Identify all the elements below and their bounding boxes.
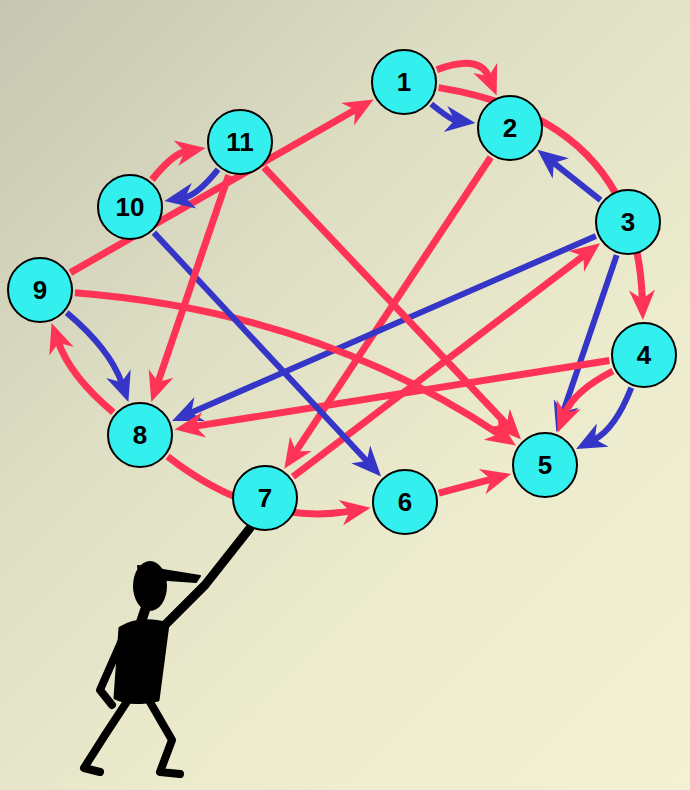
number-circle: 2: [477, 95, 543, 161]
number-circle: 9: [7, 257, 73, 323]
arrowhead: [576, 424, 609, 449]
connector-line: [264, 167, 507, 425]
number-circle: 5: [512, 432, 578, 498]
number-circle: 10: [97, 174, 163, 240]
connector-line: [158, 175, 229, 383]
arrow-connector: [165, 169, 219, 208]
number-circle: 8: [107, 402, 173, 468]
arrowhead: [351, 446, 381, 477]
connector-line: [154, 233, 368, 462]
node-number: 8: [107, 402, 173, 468]
arrowhead: [473, 63, 497, 96]
arrowhead: [491, 409, 521, 440]
arrow-connector: [554, 255, 617, 432]
arrowhead: [339, 500, 371, 526]
node-number: 10: [97, 174, 163, 240]
arrow-connector: [154, 233, 381, 477]
arrowhead: [175, 412, 207, 438]
arrowhead: [149, 369, 174, 402]
arrowhead: [537, 150, 569, 179]
connector-line: [563, 255, 617, 413]
arrowhead: [172, 397, 205, 421]
arrow-connector: [537, 150, 600, 200]
arrowhead: [557, 400, 581, 433]
arrowhead: [629, 290, 655, 320]
connector-line: [184, 169, 218, 197]
node-number: 7: [232, 465, 298, 531]
node-number: 5: [512, 432, 578, 498]
arrowhead: [165, 183, 197, 209]
number-circle: 3: [595, 189, 661, 255]
connector-line: [594, 388, 631, 440]
node-number: 4: [611, 322, 677, 388]
arrow-connector: [67, 313, 131, 402]
node-number: 11: [207, 109, 273, 175]
arrowhead: [174, 141, 206, 167]
arrowhead: [49, 323, 74, 356]
arrow-connector: [264, 167, 521, 439]
node-number: 3: [595, 189, 661, 255]
arrow-connector: [284, 157, 490, 469]
node-number: 1: [371, 49, 437, 115]
arrow-connector: [431, 104, 475, 132]
arrow-connector: [49, 323, 113, 412]
number-circle: 1: [371, 49, 437, 115]
arrowhead: [106, 369, 131, 402]
connector-line: [439, 479, 492, 493]
arrow-connector: [439, 469, 511, 494]
connector-line: [67, 313, 122, 384]
arrow-connector: [576, 388, 631, 449]
arrowhead: [568, 243, 600, 272]
number-circle: 4: [611, 322, 677, 388]
number-circle: 7: [232, 465, 298, 531]
arrowhead: [341, 99, 374, 125]
arrowhead: [479, 469, 511, 494]
arrowhead: [444, 106, 476, 132]
arrow-connector: [557, 371, 613, 432]
number-circle: 6: [372, 469, 438, 535]
connector-line: [553, 162, 601, 200]
node-number: 2: [477, 95, 543, 161]
connector-line: [565, 371, 613, 414]
node-number: 6: [372, 469, 438, 535]
connector-line: [152, 152, 186, 180]
node-number: 9: [7, 257, 73, 323]
arrow-connector: [152, 141, 206, 180]
connector-line: [70, 109, 356, 272]
number-circle: 11: [207, 109, 273, 175]
